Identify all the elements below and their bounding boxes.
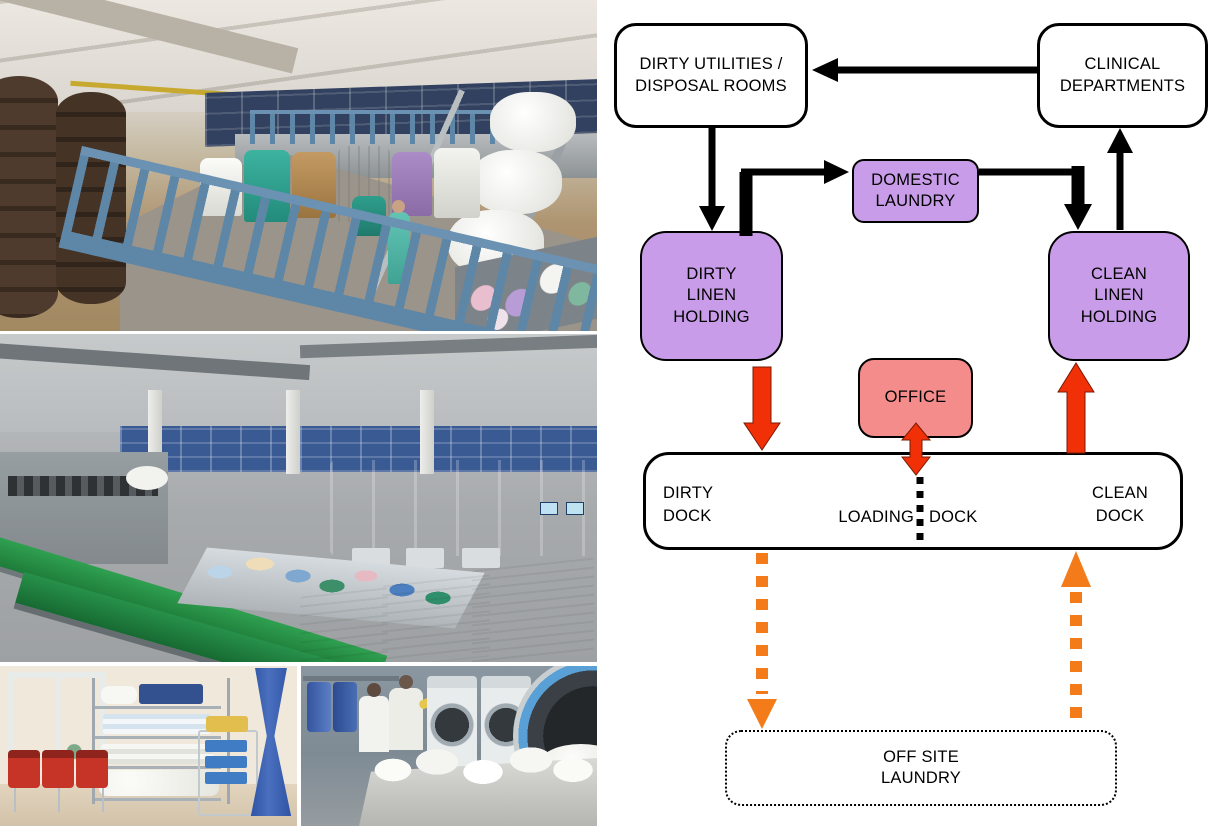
arrow-dirty-linen-to-domestic-laundry <box>739 160 849 236</box>
pillar <box>286 390 300 474</box>
folded-linen-piles <box>180 546 480 606</box>
node-clean-linen-holding: CLEAN LINEN HOLDING <box>1048 231 1190 361</box>
label-loading: LOADING <box>838 508 914 526</box>
label-clean-dock: CLEAN DOCK <box>1091 484 1149 526</box>
blue-linen-stack <box>103 714 211 734</box>
node-domestic-laundry: DOMESTIC LAUNDRY <box>852 159 979 223</box>
blue-window-wall <box>120 426 597 472</box>
laundry-cart <box>434 148 480 218</box>
yellow-device <box>206 716 248 732</box>
photo-washer-room <box>301 666 597 826</box>
arrow-offsite-to-clean-dock <box>1061 551 1091 729</box>
shelf-bar <box>95 736 221 739</box>
arrow-clean-dock-to-clean-linen <box>1057 362 1095 454</box>
node-dirty-utilities: DIRTY UTILITIES / DISPOSAL ROOMS <box>614 23 808 128</box>
node-loading-dock-strip <box>643 452 1183 550</box>
pillow <box>101 686 137 704</box>
red-linen-hampers <box>6 746 114 814</box>
white-linen-stack <box>472 557 594 662</box>
wire-shelving-cart <box>92 678 230 804</box>
photo-laundry-factory <box>0 334 597 662</box>
label-loading-dock: DOCK <box>929 508 978 526</box>
linen-bale <box>490 92 576 152</box>
node-dirty-linen-holding: DIRTY LINEN HOLDING <box>640 231 783 361</box>
storage-tank <box>0 76 58 318</box>
control-screen <box>566 502 584 515</box>
node-clinical-departments: CLINICAL DEPARTMENTS <box>1037 23 1208 128</box>
shelf-bar <box>95 798 221 801</box>
pillar <box>420 390 434 474</box>
blue-laundry-bag <box>307 682 331 732</box>
red-hamper-bag <box>42 750 74 788</box>
arrow-dirty-utilities-to-dirty-linen <box>699 128 725 231</box>
node-office: OFFICE <box>858 358 973 438</box>
label-dirty-dock: DIRTY DOCK <box>663 484 714 526</box>
linen-bale <box>470 150 562 214</box>
shelf-bar <box>95 706 221 709</box>
glove-box <box>205 740 247 752</box>
arrow-dirty-linen-to-dirty-dock <box>743 366 781 451</box>
hamper-frame <box>6 784 114 814</box>
white-linen-stack <box>101 744 213 764</box>
hanging-rail <box>303 676 399 681</box>
red-hamper-bag <box>8 750 40 788</box>
supply-trolley <box>198 716 258 816</box>
glove-box <box>205 772 247 784</box>
white-linen-stack <box>300 587 388 662</box>
arrow-clean-linen-to-clinical <box>1107 128 1133 230</box>
photo-dirty-linen-warehouse <box>0 0 597 331</box>
photo-linen-storage-room <box>0 666 297 826</box>
arrow-clinical-to-dirty-utilities <box>812 58 1037 82</box>
arrow-dirty-dock-to-offsite <box>747 553 777 729</box>
red-hamper-bag <box>76 750 108 788</box>
blue-laundry-bag <box>333 682 357 732</box>
white-linen-pile <box>363 736 597 788</box>
shelf-bar <box>95 766 221 769</box>
node-off-site-laundry: OFF SITE LAUNDRY <box>725 730 1117 806</box>
arrow-domestic-laundry-to-clean-linen <box>979 166 1092 230</box>
navy-linen-stack <box>139 684 203 704</box>
glove-box <box>205 756 247 768</box>
fabric-roll <box>126 466 168 490</box>
control-screen <box>540 502 558 515</box>
